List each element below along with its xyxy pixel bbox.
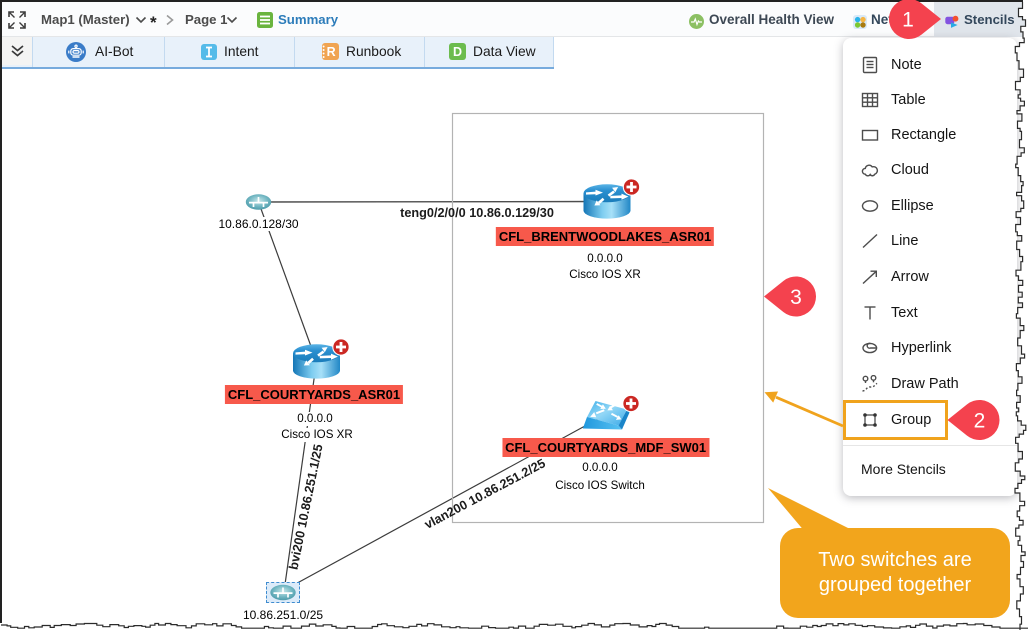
svg-text:R: R (327, 45, 336, 59)
svg-text:D: D (453, 45, 462, 59)
